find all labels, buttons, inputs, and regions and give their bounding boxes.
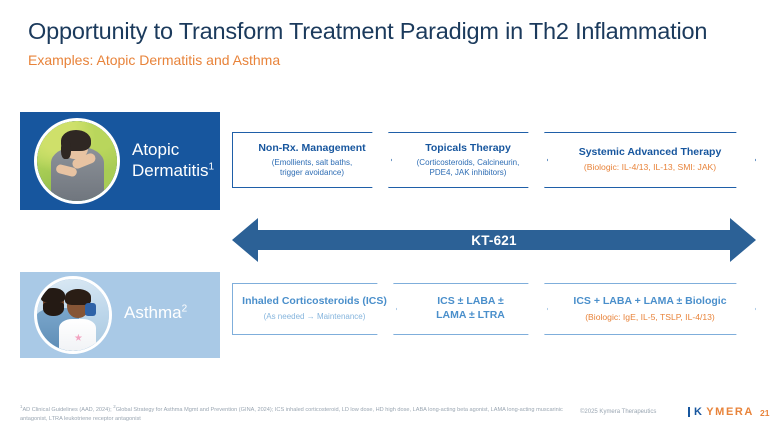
asthma-photo [34, 276, 112, 354]
asthma-step-1-title: Inhaled Corticosteroids (ICS) [242, 295, 387, 308]
footnote-text-line2: long-acting beta agonist, LAMA long-acti… [20, 406, 563, 422]
kymera-logo-k: K [694, 406, 704, 418]
ad-step-2-subtitle: (Corticosteroids, Calcineurin, PDE4, JAK… [417, 158, 520, 179]
footnote-marker-2: 2 [181, 303, 188, 315]
ad-step-topicals-therapy[interactable]: Topicals Therapy (Corticosteroids, Calci… [388, 132, 548, 188]
disease-label-asthma: Asthma2 [124, 303, 220, 324]
ad-step-systemic-advanced-therapy[interactable]: Systemic Advanced Therapy (Biologic: IL-… [544, 132, 756, 188]
asthma-step-ics-laba-lama-biologic[interactable]: ICS + LABA + LAMA ± Biologic (Biologic: … [544, 283, 756, 335]
asthma-step-ics-laba-lama-ltra[interactable]: ICS ± LABA ± LAMA ± LTRA [393, 283, 548, 335]
asthma-step-inhaled-corticosteroids[interactable]: Inhaled Corticosteroids (ICS) (As needed… [232, 283, 397, 335]
asthma-step-3-subtitle: (Biologic: IgE, IL-5, TSLP, IL-4/13) [585, 311, 715, 322]
ad-step-3-subtitle: (Biologic: IL-4/13, IL-13, SMI: JAK) [583, 162, 717, 173]
disease-label-line1: Atopic [132, 140, 180, 159]
ad-step-2-sub-line1: (Corticosteroids, Calcineurin, [416, 157, 520, 167]
footnote-text-a: AD Clinical Guidelines (AAD, 2024); [22, 406, 114, 413]
disease-label-line2: Dermatitis [132, 160, 209, 180]
disease-label-atopic-dermatitis: Atopic Dermatitis1 [132, 140, 216, 181]
ad-step-2-sub-line2: PDE4, JAK inhibitors) [429, 168, 507, 178]
footnote-sup-1: 1 [20, 404, 23, 409]
kymera-logo-rest: YMERA [706, 406, 754, 418]
asthma-step-2-title: ICS ± LABA ± LAMA ± LTRA [436, 295, 505, 322]
asthma-step-1-subtitle: (As needed → Maintenance) [263, 312, 366, 322]
ad-step-non-rx-management[interactable]: Non-Rx. Management (Emollients, salt bat… [232, 132, 392, 188]
ad-step-1-sub-line2: trigger avoidance) [279, 168, 345, 178]
asthma-step-2-title-line2: LAMA ± LTRA [436, 309, 505, 321]
page-number: 21 [760, 408, 770, 418]
footnote-text-b: Global Strategy for Asthma Mgmt and Prev… [115, 406, 427, 413]
ad-step-1-title: Non-Rx. Management [258, 141, 366, 154]
asthma-step-3-title: ICS + LABA + LAMA ± Biologic [573, 295, 727, 308]
kymera-logo-mark-icon [688, 407, 690, 417]
kt-621-label: KT-621 [471, 232, 517, 248]
footnote-sup-2: 2 [113, 404, 116, 409]
disease-label-asthma-text: Asthma [124, 303, 182, 322]
kt-621-arrow: KT-621 [232, 218, 756, 262]
copyright-text: ©2025 Kymera Therapeutics [580, 409, 657, 415]
ad-step-1-subtitle: (Emollients, salt baths, trigger avoidan… [272, 158, 352, 179]
kymera-logo: K YMERA [688, 406, 754, 418]
ad-step-3-title: Systemic Advanced Therapy [578, 146, 722, 159]
asthma-step-2-title-line1: ICS ± LABA ± [437, 295, 504, 308]
ad-step-1-sub-line1: (Emollients, salt baths, [271, 157, 353, 167]
footnote-marker-1: 1 [208, 161, 215, 173]
page-title: Opportunity to Transform Treatment Parad… [28, 18, 708, 44]
footnotes: 1AD Clinical Guidelines (AAD, 2024); 2Gl… [20, 404, 572, 423]
ad-step-2-title: Topicals Therapy [425, 141, 511, 154]
atopic-dermatitis-photo [34, 118, 120, 204]
page-subtitle: Examples: Atopic Dermatitis and Asthma [28, 52, 281, 68]
